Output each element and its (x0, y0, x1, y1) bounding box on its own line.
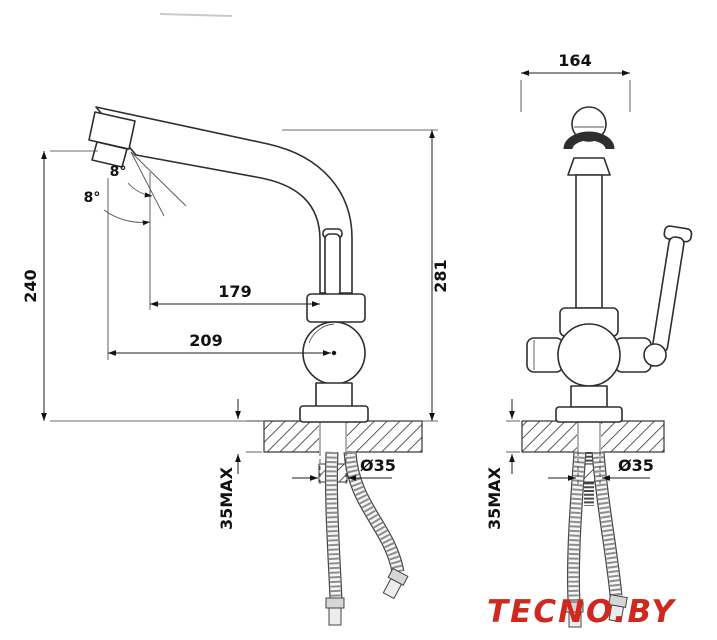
side-lever (651, 225, 693, 354)
dim-hole-diameter-front: Ø35 (548, 452, 654, 486)
body-collar (306, 293, 366, 323)
watermark-logo: TECNO.BY (487, 594, 677, 630)
body-neck-front (570, 385, 608, 408)
lever-joint (643, 343, 667, 367)
dim-hole-diameter-front-label: Ø35 (618, 456, 654, 475)
dim-deck-thickness-side: 35MAX (217, 399, 262, 530)
column-neck (575, 174, 603, 309)
dim-281-label: 281 (431, 259, 450, 292)
supply-hoses-side (324, 451, 409, 626)
dim-deck-thickness-front-label: 35MAX (485, 466, 504, 530)
lever-handle-side (322, 228, 343, 297)
dim-deck-thickness-front: 35MAX (485, 399, 520, 530)
handle-ring (563, 131, 615, 150)
dim-164: 164 (520, 51, 631, 112)
supply-hoses-front (565, 451, 628, 628)
dim-179: 179 (149, 172, 320, 310)
hose-fitting (325, 597, 345, 609)
dim-deck-thickness-side-label: 35MAX (217, 466, 236, 530)
hose-fitting (382, 567, 409, 600)
countertop-section-side (263, 420, 423, 453)
neck-flare (567, 157, 611, 176)
front-view: 164 Ø35 35MAX (485, 51, 693, 628)
spout (95, 106, 353, 294)
dim-angle-upper-label: 8° (110, 164, 127, 180)
base-flange-front (555, 406, 623, 423)
spout-aerator (88, 111, 136, 168)
dim-240-label: 240 (21, 269, 40, 302)
faucet-front-outline (526, 106, 693, 423)
hose-fitting (608, 594, 628, 623)
faucet-side-outline (88, 106, 369, 423)
dim-164-label: 164 (558, 51, 591, 70)
dim-240: 240 (21, 150, 298, 422)
spout-angle-annotation: 8° 8° (84, 151, 187, 226)
dim-179-label: 179 (218, 282, 251, 301)
valve-body-front (557, 323, 621, 387)
countertop-section-front (521, 420, 665, 453)
dim-hole-diameter-side-label: Ø35 (360, 456, 396, 475)
dim-281: 281 (282, 129, 450, 422)
dim-209-label: 209 (189, 331, 222, 350)
scan-artifact-line (159, 13, 233, 17)
dim-hole-diameter-side: Ø35 (292, 452, 396, 486)
side-view: 240 281 179 209 8° 8° (21, 106, 450, 626)
body-neck (315, 382, 353, 408)
dim-angle-lower-label: 8° (84, 190, 101, 206)
dim-209: 209 (107, 178, 337, 360)
base-flange (299, 405, 369, 423)
